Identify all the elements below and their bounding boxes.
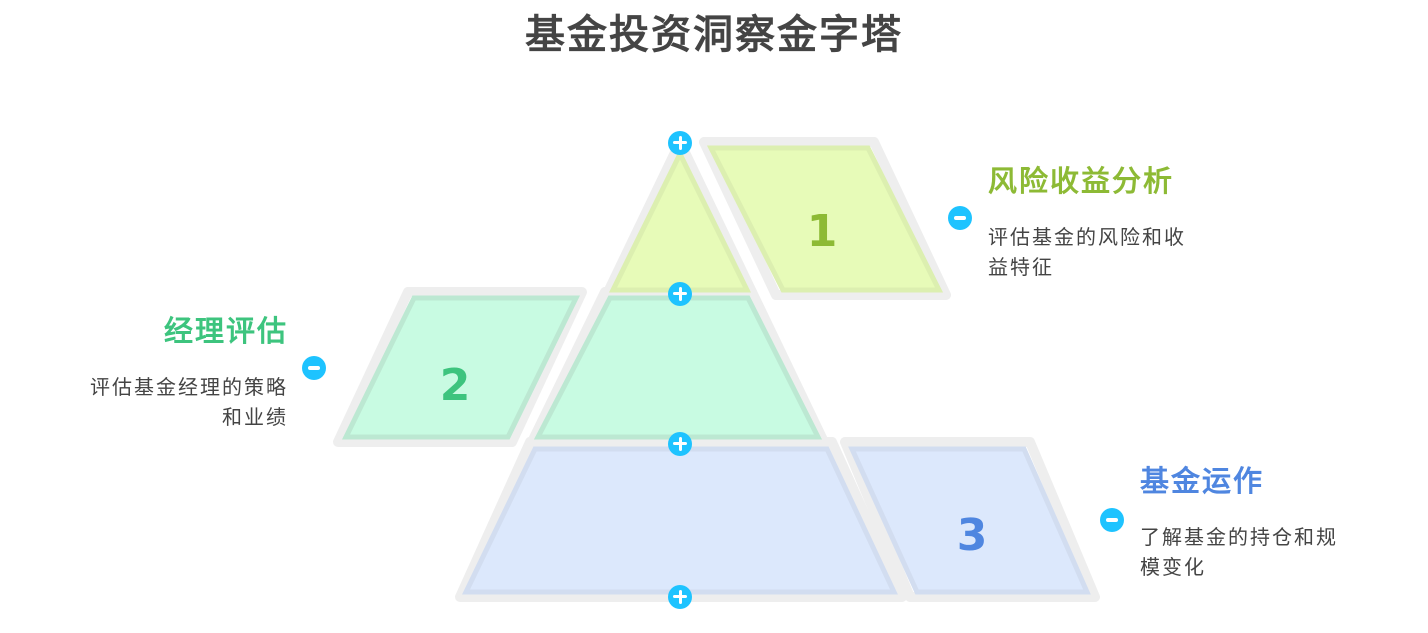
plus-circle-icon[interactable] — [668, 282, 692, 306]
pyramid-level-2: 2 — [341, 295, 823, 440]
level-1-desc-line2: 益特征 — [988, 255, 1054, 279]
minus-circle-icon[interactable] — [948, 206, 972, 230]
minus-circle-icon[interactable] — [302, 356, 326, 380]
level-3-title: 基金运作 — [1140, 464, 1265, 498]
level-3-description: 了解基金的持仓和规 模变化 — [1140, 522, 1338, 582]
pyramid-level-1: 1 — [608, 145, 944, 293]
level-1-description: 评估基金的风险和收 益特征 — [988, 222, 1186, 282]
level-2-title: 经理评估 — [163, 314, 288, 348]
level-1-title: 风险收益分析 — [988, 164, 1175, 198]
plus-circle-icon[interactable] — [668, 585, 692, 609]
level-2-desc-line1: 评估基金经理的策略 — [90, 375, 288, 399]
level-3-number: 3 — [957, 510, 988, 561]
level-1-number: 1 — [807, 206, 838, 257]
level-1-card — [706, 145, 944, 293]
level-3-desc-line1: 了解基金的持仓和规 — [1140, 525, 1338, 549]
pyramid-level-3: 3 — [462, 446, 1091, 595]
level-2-card — [341, 295, 581, 440]
page-title: 基金投资洞察金字塔 — [525, 11, 903, 58]
level-2-description: 评估基金经理的策略 和业绩 — [90, 372, 288, 432]
level-2-desc-line2: 和业绩 — [222, 405, 288, 429]
plus-circle-icon[interactable] — [668, 131, 692, 155]
plus-circle-icon[interactable] — [668, 432, 692, 456]
level-2-number: 2 — [440, 360, 471, 411]
level-3-desc-line2: 模变化 — [1140, 555, 1206, 579]
minus-circle-icon[interactable] — [1100, 508, 1124, 532]
level-1-desc-line1: 评估基金的风险和收 — [988, 225, 1186, 249]
level-3-card — [848, 446, 1091, 595]
